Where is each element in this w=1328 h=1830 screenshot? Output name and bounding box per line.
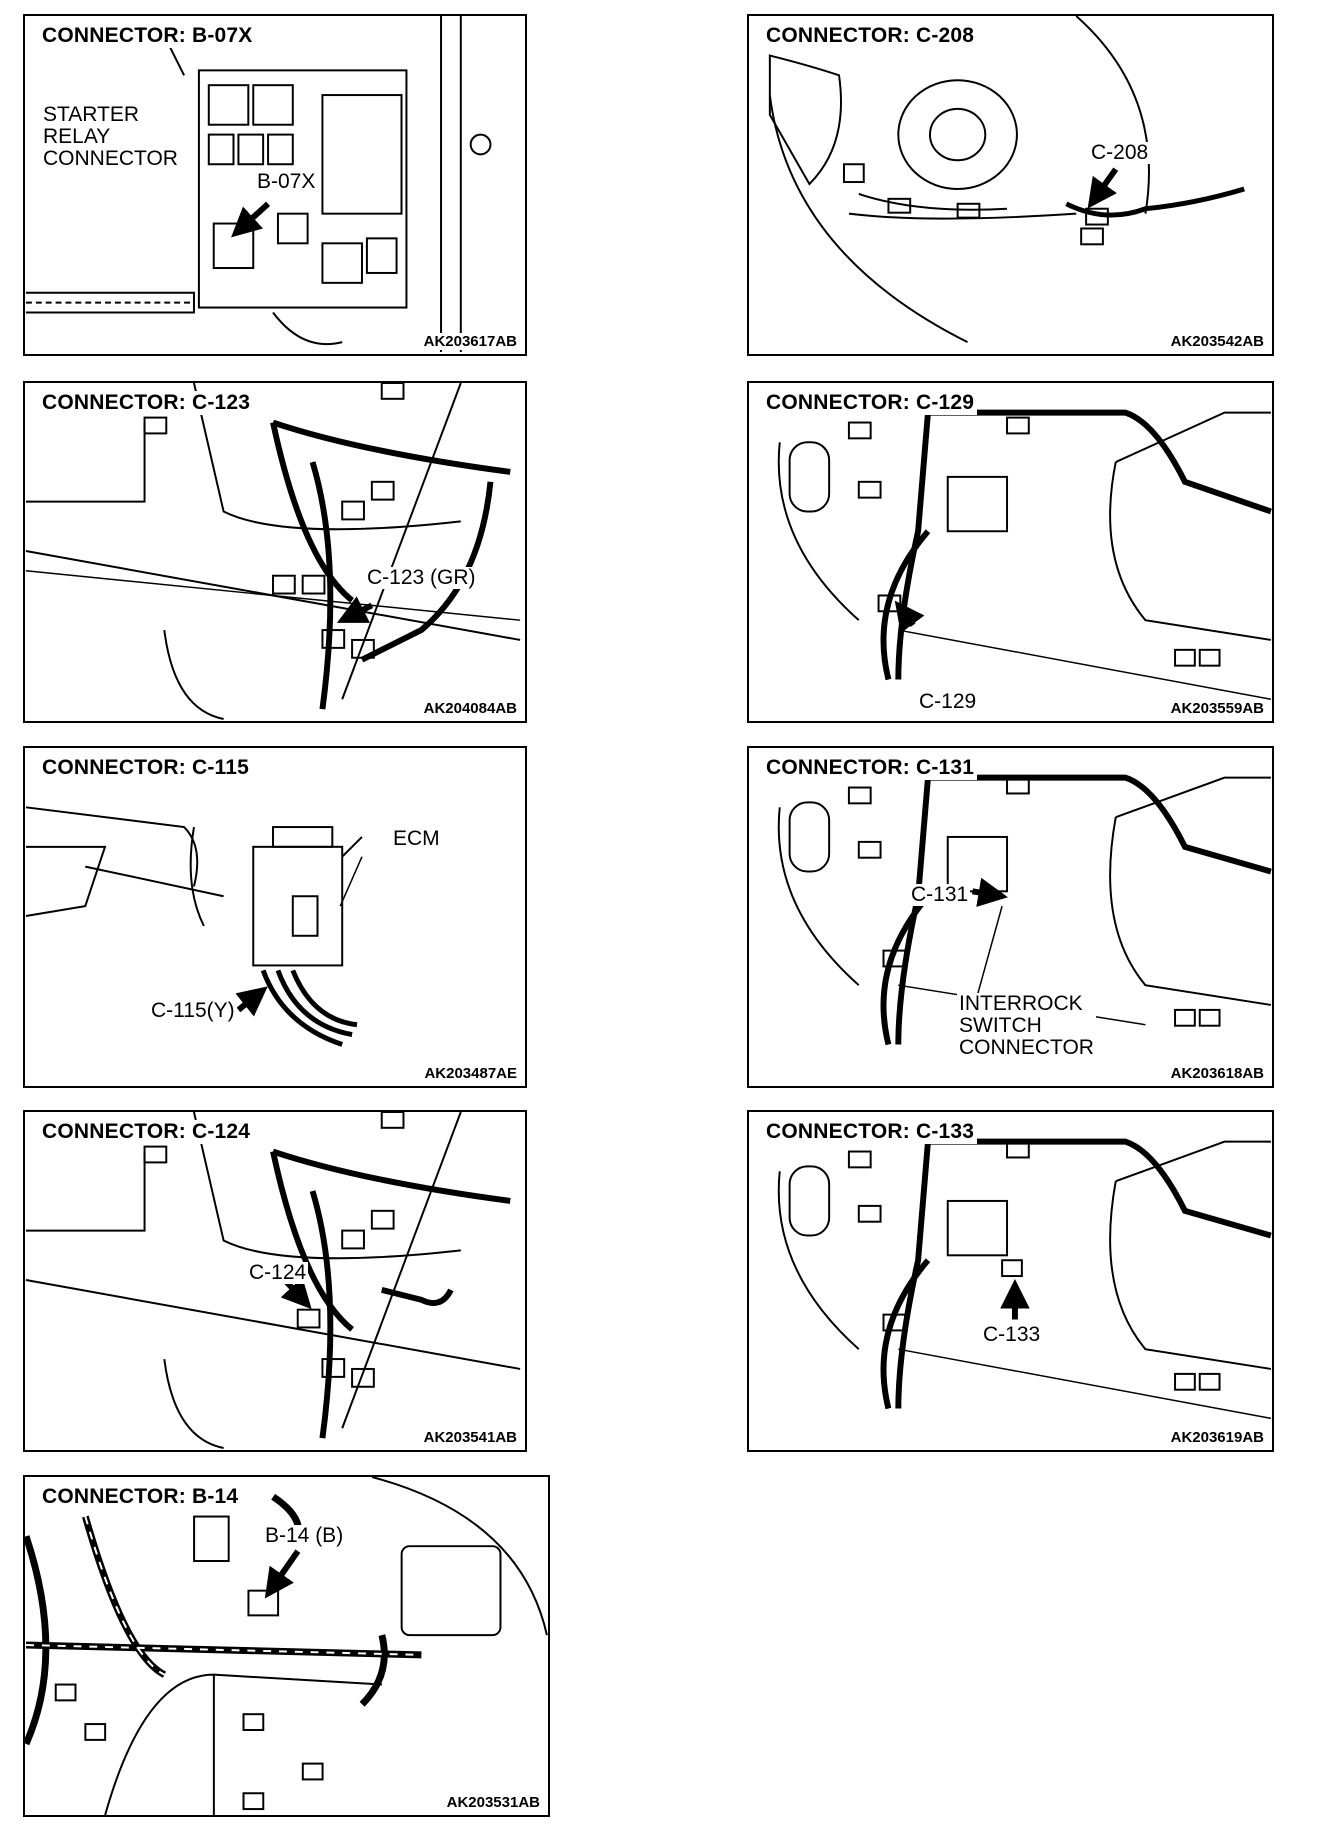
- panel-title: CONNECTOR: C-131: [763, 756, 978, 780]
- panel-title: CONNECTOR: C-123: [39, 391, 254, 415]
- dash-wiring-illustration: [25, 383, 521, 720]
- panel-title: CONNECTOR: C-133: [763, 1120, 978, 1144]
- panel-b07x: CONNECTOR: B-07X STARTER RELAY CONNECTOR…: [23, 14, 527, 356]
- figure-code: AK203531AB: [444, 1794, 542, 1811]
- connector-label: B-07X: [255, 170, 318, 193]
- steering-column-illustration: [768, 16, 1245, 344]
- dash-wiring-illustration: [777, 409, 1272, 700]
- panel-title: CONNECTOR: B-07X: [39, 24, 256, 48]
- figure-code: AK203487AE: [422, 1065, 519, 1082]
- connector-label: C-124: [247, 1261, 309, 1284]
- panel-b14: CONNECTOR: B-14 B-14 (B) AK203531AB: [23, 1475, 550, 1817]
- ecm-illustration: [25, 806, 363, 1047]
- panel-c129: CONNECTOR: C-129 C-129 AK203559AB: [747, 381, 1274, 723]
- figure-code: AK203542AB: [1168, 333, 1266, 350]
- panel-title: CONNECTOR: C-115: [39, 756, 253, 780]
- connector-label: C-133: [981, 1323, 1043, 1346]
- connector-label: C-115(Y): [149, 999, 237, 1022]
- panel-c208: CONNECTOR: C-208 C-208 AK203542AB: [747, 14, 1274, 356]
- connector-label: C-123 (GR): [365, 566, 478, 589]
- figure-code: AK203617AB: [421, 333, 519, 350]
- figure-code: AK203541AB: [421, 1429, 519, 1446]
- fuse-box-illustration: [25, 16, 492, 353]
- panel-c123: CONNECTOR: C-123 C-123 (GR) AK204084AB: [23, 381, 527, 723]
- figure-code: AK203618AB: [1168, 1065, 1266, 1082]
- panel-title: CONNECTOR: C-208: [763, 24, 978, 48]
- connector-label: C-131: [909, 883, 971, 906]
- starter-relay-label: STARTER RELAY CONNECTOR: [41, 103, 180, 170]
- panel-c124: CONNECTOR: C-124 C-124 AK203541AB: [23, 1110, 527, 1452]
- panel-c115: CONNECTOR: C-115 ECM C-115(Y) AK203487AE: [23, 746, 527, 1088]
- connector-label: B-14 (B): [263, 1524, 346, 1547]
- connector-label: C-208: [1089, 141, 1151, 164]
- dash-wiring-illustration: [777, 1138, 1272, 1420]
- figure-code: AK203619AB: [1168, 1429, 1266, 1446]
- panel-title: CONNECTOR: C-124: [39, 1120, 254, 1144]
- panel-c133: CONNECTOR: C-133 C-133 AK203619AB: [747, 1110, 1274, 1452]
- panel-title: CONNECTOR: B-14: [39, 1485, 242, 1509]
- panel-title: CONNECTOR: C-129: [763, 391, 978, 415]
- engine-bay-wiring-illustration: [25, 1477, 548, 1815]
- interrock-switch-label: INTERROCK SWITCH CONNECTOR: [957, 992, 1096, 1059]
- ecm-label: ECM: [391, 827, 442, 850]
- figure-code: AK204084AB: [421, 700, 519, 717]
- connector-label: C-129: [917, 690, 979, 713]
- panel-c131: CONNECTOR: C-131 C-131 INTERROCK SWITCH …: [747, 746, 1274, 1088]
- figure-code: AK203559AB: [1168, 700, 1266, 717]
